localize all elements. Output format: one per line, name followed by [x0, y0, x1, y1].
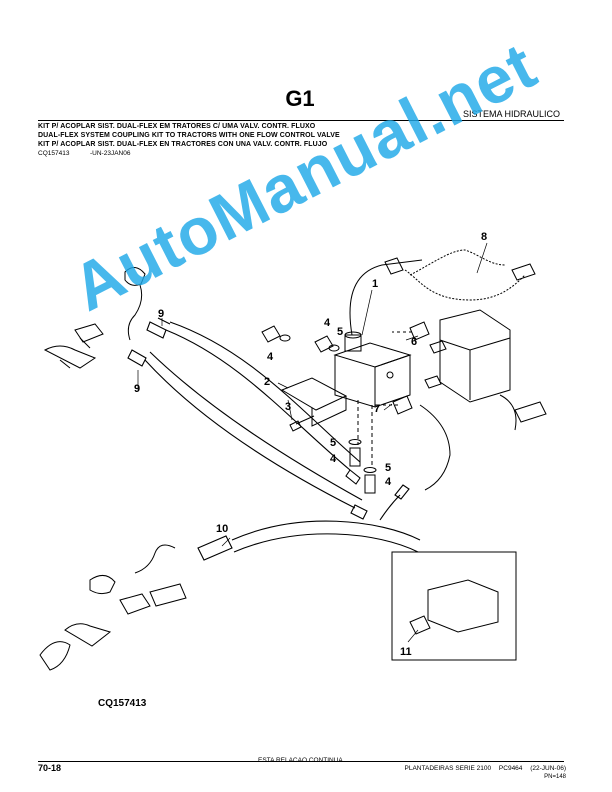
callout-1: 1: [372, 278, 378, 290]
exploded-parts-drawing: 1 2 3 4 4 4 4 5 5 5 6 7 8 9 9 10 11: [39, 231, 547, 671]
figure-stamp: -UN-23JAN06: [90, 150, 131, 157]
title-english: DUAL-FLEX SYSTEM COUPLING KIT TO TRACTOR…: [38, 132, 340, 139]
tractor-valve-bank: [419, 309, 547, 491]
hose-item-10: [197, 484, 421, 561]
figure-id: CQ157413: [38, 150, 70, 157]
flow-control-valve-item-1: [333, 259, 423, 408]
series-name: PLANTADEIRAS SERIE 2100: [404, 765, 492, 772]
callout-7: 7: [374, 403, 380, 415]
callout-10: 10: [216, 523, 228, 535]
callout-5c: 5: [385, 462, 391, 474]
callout-4a: 4: [267, 351, 274, 363]
publication-date: (22-JUN-06): [530, 765, 566, 772]
title-portuguese: KIT P/ ACOPLAR SIST. DUAL-FLEX EM TRATOR…: [38, 123, 316, 130]
fittings-items-6-7: [378, 321, 430, 415]
section-name: SISTEMA HIDRAULICO: [462, 109, 560, 119]
fittings-items-4-5: [261, 325, 377, 494]
callout-4d: 4: [385, 476, 392, 488]
inset-detail-item-11: [391, 551, 517, 661]
figure-caption: CQ157413: [98, 698, 147, 709]
callout-4b: 4: [324, 317, 331, 329]
tractor-coupler-lower: [39, 544, 187, 671]
header-rule: [38, 120, 564, 121]
callout-2: 2: [264, 376, 270, 388]
hose-pair-item-9: [127, 317, 368, 520]
callout-3: 3: [285, 401, 291, 413]
tractor-coupler-upper: [43, 267, 146, 369]
callout-leaders: [137, 242, 488, 643]
callout-9b: 9: [134, 383, 140, 395]
continues-notice: ESTA RELACAO CONTINUA: [258, 757, 343, 764]
callout-4c: 4: [330, 453, 337, 465]
title-spanish: KIT P/ ACOPLAR SIST. DUAL-FLEX EN TRACTO…: [38, 141, 328, 148]
callout-5b: 5: [330, 437, 336, 449]
publication-code: PC9464: [498, 765, 523, 772]
publication-info: PLANTADEIRAS SERIE 2100 PC9464 (22-JUN-0…: [399, 765, 566, 772]
callout-11: 11: [400, 646, 412, 658]
page-pn: PN=148: [544, 774, 566, 780]
callout-8: 8: [481, 231, 487, 243]
page-number: 70-18: [38, 763, 62, 773]
footer-rule: [38, 761, 564, 762]
callout-9a: 9: [158, 308, 164, 320]
callout-6: 6: [411, 336, 417, 348]
bolt-item-3: [289, 415, 315, 432]
callout-5a: 5: [337, 326, 343, 338]
wire-harness-item-8: [384, 249, 536, 301]
section-code: G1: [285, 86, 315, 111]
